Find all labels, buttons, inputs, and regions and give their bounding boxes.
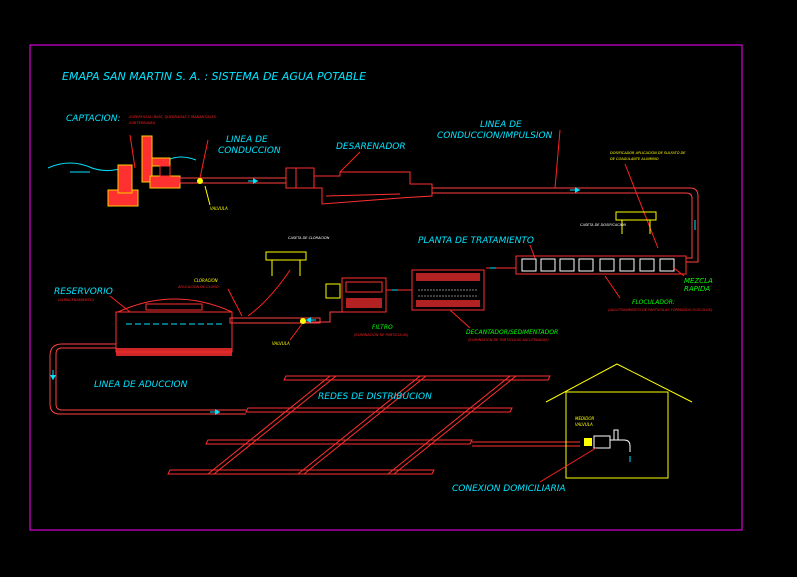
decantador-structure <box>386 269 485 311</box>
label-linea-aduccion: LINEA DE ADUCCION <box>94 380 188 390</box>
label-conexion-domiciliaria: CONEXION DOMICILIARIA <box>452 484 566 494</box>
redes-grid <box>167 375 580 475</box>
note-floculador: (AGLUTINAMIENTO DE PARTICULAS FORMANDO F… <box>608 308 713 312</box>
label-reservorio: RESERVORIO <box>54 287 113 297</box>
label-valvula-3: VALVULA <box>575 422 593 427</box>
label-mezcla-rapida-1: MEZCLA <box>684 277 713 285</box>
captacion-structure <box>47 134 197 207</box>
label-linea-conduccion-1: LINEA DE <box>226 135 268 145</box>
note-dosificador-2: DE COAGULANTE ALUMINIO <box>610 157 659 161</box>
caseta-dosificacion <box>615 211 657 234</box>
note-cloracion: APLICACION DE CLORO <box>177 285 219 289</box>
label-planta-tratamiento: PLANTA DE TRATAMIENTO <box>418 236 534 246</box>
pipe-filtro-reservorio <box>229 317 321 324</box>
note-reservorio: (ALMACENAMIENTO) <box>58 298 95 302</box>
note-captacion-1: -SUPERFICIAL: RIOS, QUEBRADAS Y MANANTIA… <box>128 115 217 119</box>
note-dosificador-1: DOSIFICADOR APLICACION DE SULFATO DE <box>610 151 686 155</box>
label-captacion: CAPTACION: <box>66 114 120 124</box>
filtro-structure <box>300 277 387 323</box>
pipe-aduccion <box>49 343 246 415</box>
note-captacion-2: -SUBTERRANEA <box>128 121 156 125</box>
diagram-title: EMAPA SAN MARTIN S. A. : SISTEMA DE AGUA… <box>62 70 366 83</box>
note-decantador: (ELIMINACION DE PARTICULAS AGLUTINADAS) <box>468 338 549 342</box>
label-decantador: DECANTADOR/SEDIMENTADOR <box>466 329 558 336</box>
note-filtro: (ELIMINACION DE PARTICULAS) <box>354 333 409 337</box>
pipe-impulsion <box>432 187 699 263</box>
label-redes-distribucion: REDES DE DISTRIBUCION <box>318 392 432 402</box>
label-linea-impulsion-1: LINEA DE <box>480 120 522 130</box>
label-medidor: MEDIDOR <box>575 416 594 421</box>
label-desarenador: DESARENADOR <box>336 142 406 152</box>
label-linea-conduccion-2: CONDUCCION <box>218 146 281 156</box>
floculador-structure <box>486 255 687 275</box>
pipe-conduccion <box>179 177 287 184</box>
drawing-frame <box>29 44 743 531</box>
label-valvula-2: VALVULA <box>272 341 290 346</box>
reservorio-structure <box>115 298 233 356</box>
label-caseta-dosificacion: CASETA DE DOSIFICACION <box>580 223 626 227</box>
conexion-domiciliaria <box>584 429 631 462</box>
label-filtro: FILTRO <box>372 324 393 331</box>
label-floculador: FLOCULADOR: <box>632 299 675 306</box>
desarenador-structure <box>285 167 433 205</box>
label-cloracion: CLORACION <box>194 278 218 283</box>
label-mezcla-rapida-2: RAPIDA <box>684 285 710 293</box>
label-linea-impulsion-2: CONDUCCION/IMPULSION <box>437 131 553 141</box>
caseta-cloracion <box>247 251 307 317</box>
label-caseta-cloracion: CASETA DE CLORACION <box>288 236 330 240</box>
house-outline <box>545 363 693 479</box>
label-valvula-1: VALVULA <box>210 206 228 211</box>
